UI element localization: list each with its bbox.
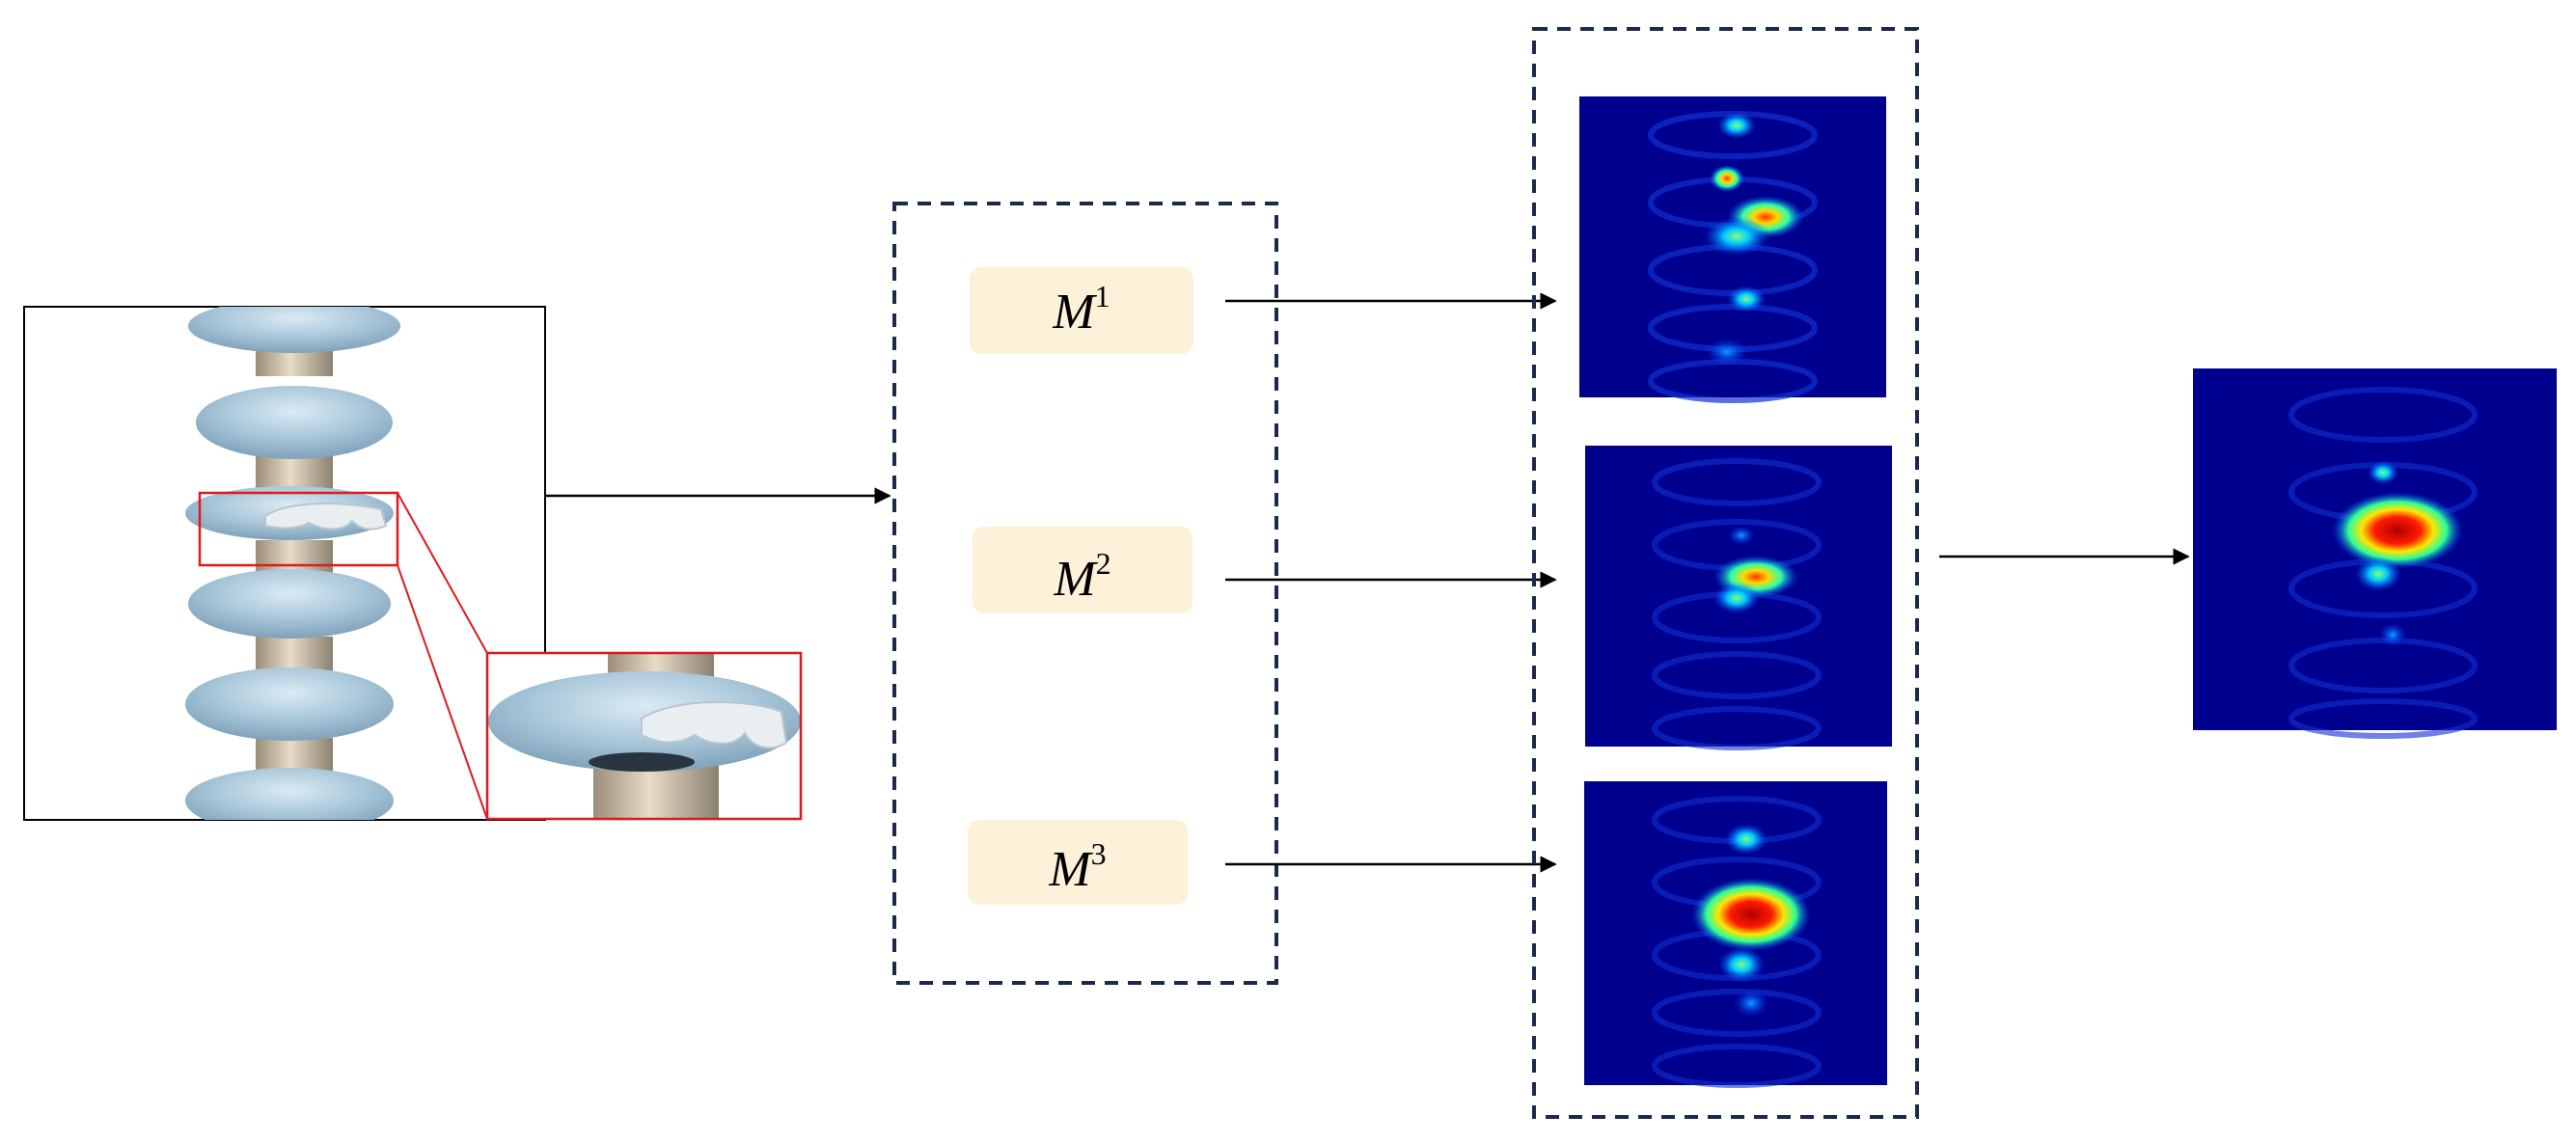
model-3-index: 3 [1091, 836, 1107, 871]
svg-text:M3: M3 [1048, 836, 1106, 897]
insulator-string-photo [185, 307, 400, 820]
defect-selection-box [198, 491, 399, 567]
model-3-box: M3 [968, 820, 1188, 905]
damaged-insulator-closeup [485, 651, 803, 821]
heatmaps-dashed-box [1532, 27, 1919, 1119]
model-1-letter: M [1052, 285, 1097, 340]
heatmap-model-2 [1585, 446, 1892, 750]
svg-text:M2: M2 [1053, 546, 1110, 607]
model-2-box: M2 [973, 527, 1192, 613]
heatmap-model-1 [1579, 96, 1886, 403]
model-2-letter: M [1053, 552, 1098, 607]
model-1-index: 1 [1095, 279, 1110, 313]
zoom-connector-top [397, 492, 488, 654]
model-1-box: M1 [970, 267, 1193, 354]
heatmap-model-3 [1584, 781, 1887, 1088]
fused-heatmap [2193, 368, 2557, 739]
input-image-panel [23, 306, 546, 821]
model-2-index: 2 [1096, 546, 1111, 581]
svg-text:M1: M1 [1052, 279, 1110, 340]
model-3-letter: M [1048, 842, 1093, 897]
zoom-connector-bottom [397, 564, 488, 820]
models-dashed-box [892, 202, 1278, 985]
